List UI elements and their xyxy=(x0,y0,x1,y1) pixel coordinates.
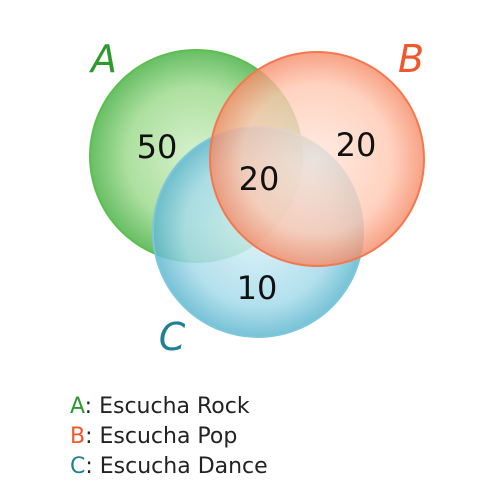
region-a-and-b-value: 20 xyxy=(239,160,280,198)
region-a-only-value: 50 xyxy=(137,128,178,166)
set-a-letter: A xyxy=(88,37,117,81)
legend-letter-a: A xyxy=(70,394,85,419)
set-b-circle xyxy=(209,51,425,267)
legend-separator: : xyxy=(85,454,100,479)
region-c-only-value: 10 xyxy=(237,269,278,307)
set-c-letter: C xyxy=(159,315,186,359)
legend-description-a: Escucha Rock xyxy=(99,394,250,419)
legend: A: Escucha Rock B: Escucha Pop C: Escuch… xyxy=(70,392,268,482)
legend-item-c: C: Escucha Dance xyxy=(70,452,268,482)
legend-item-b: B: Escucha Pop xyxy=(70,422,268,452)
legend-separator: : xyxy=(84,394,100,419)
legend-letter-c: C xyxy=(70,454,86,479)
legend-item-a: A: Escucha Rock xyxy=(70,392,268,422)
legend-letter-b: B xyxy=(70,424,86,449)
legend-description-b: Escucha Pop xyxy=(99,424,238,449)
legend-description-c: Escucha Dance xyxy=(99,454,268,479)
legend-separator: : xyxy=(85,424,100,449)
region-b-only-value: 20 xyxy=(336,126,377,164)
set-b-letter: B xyxy=(398,37,424,81)
